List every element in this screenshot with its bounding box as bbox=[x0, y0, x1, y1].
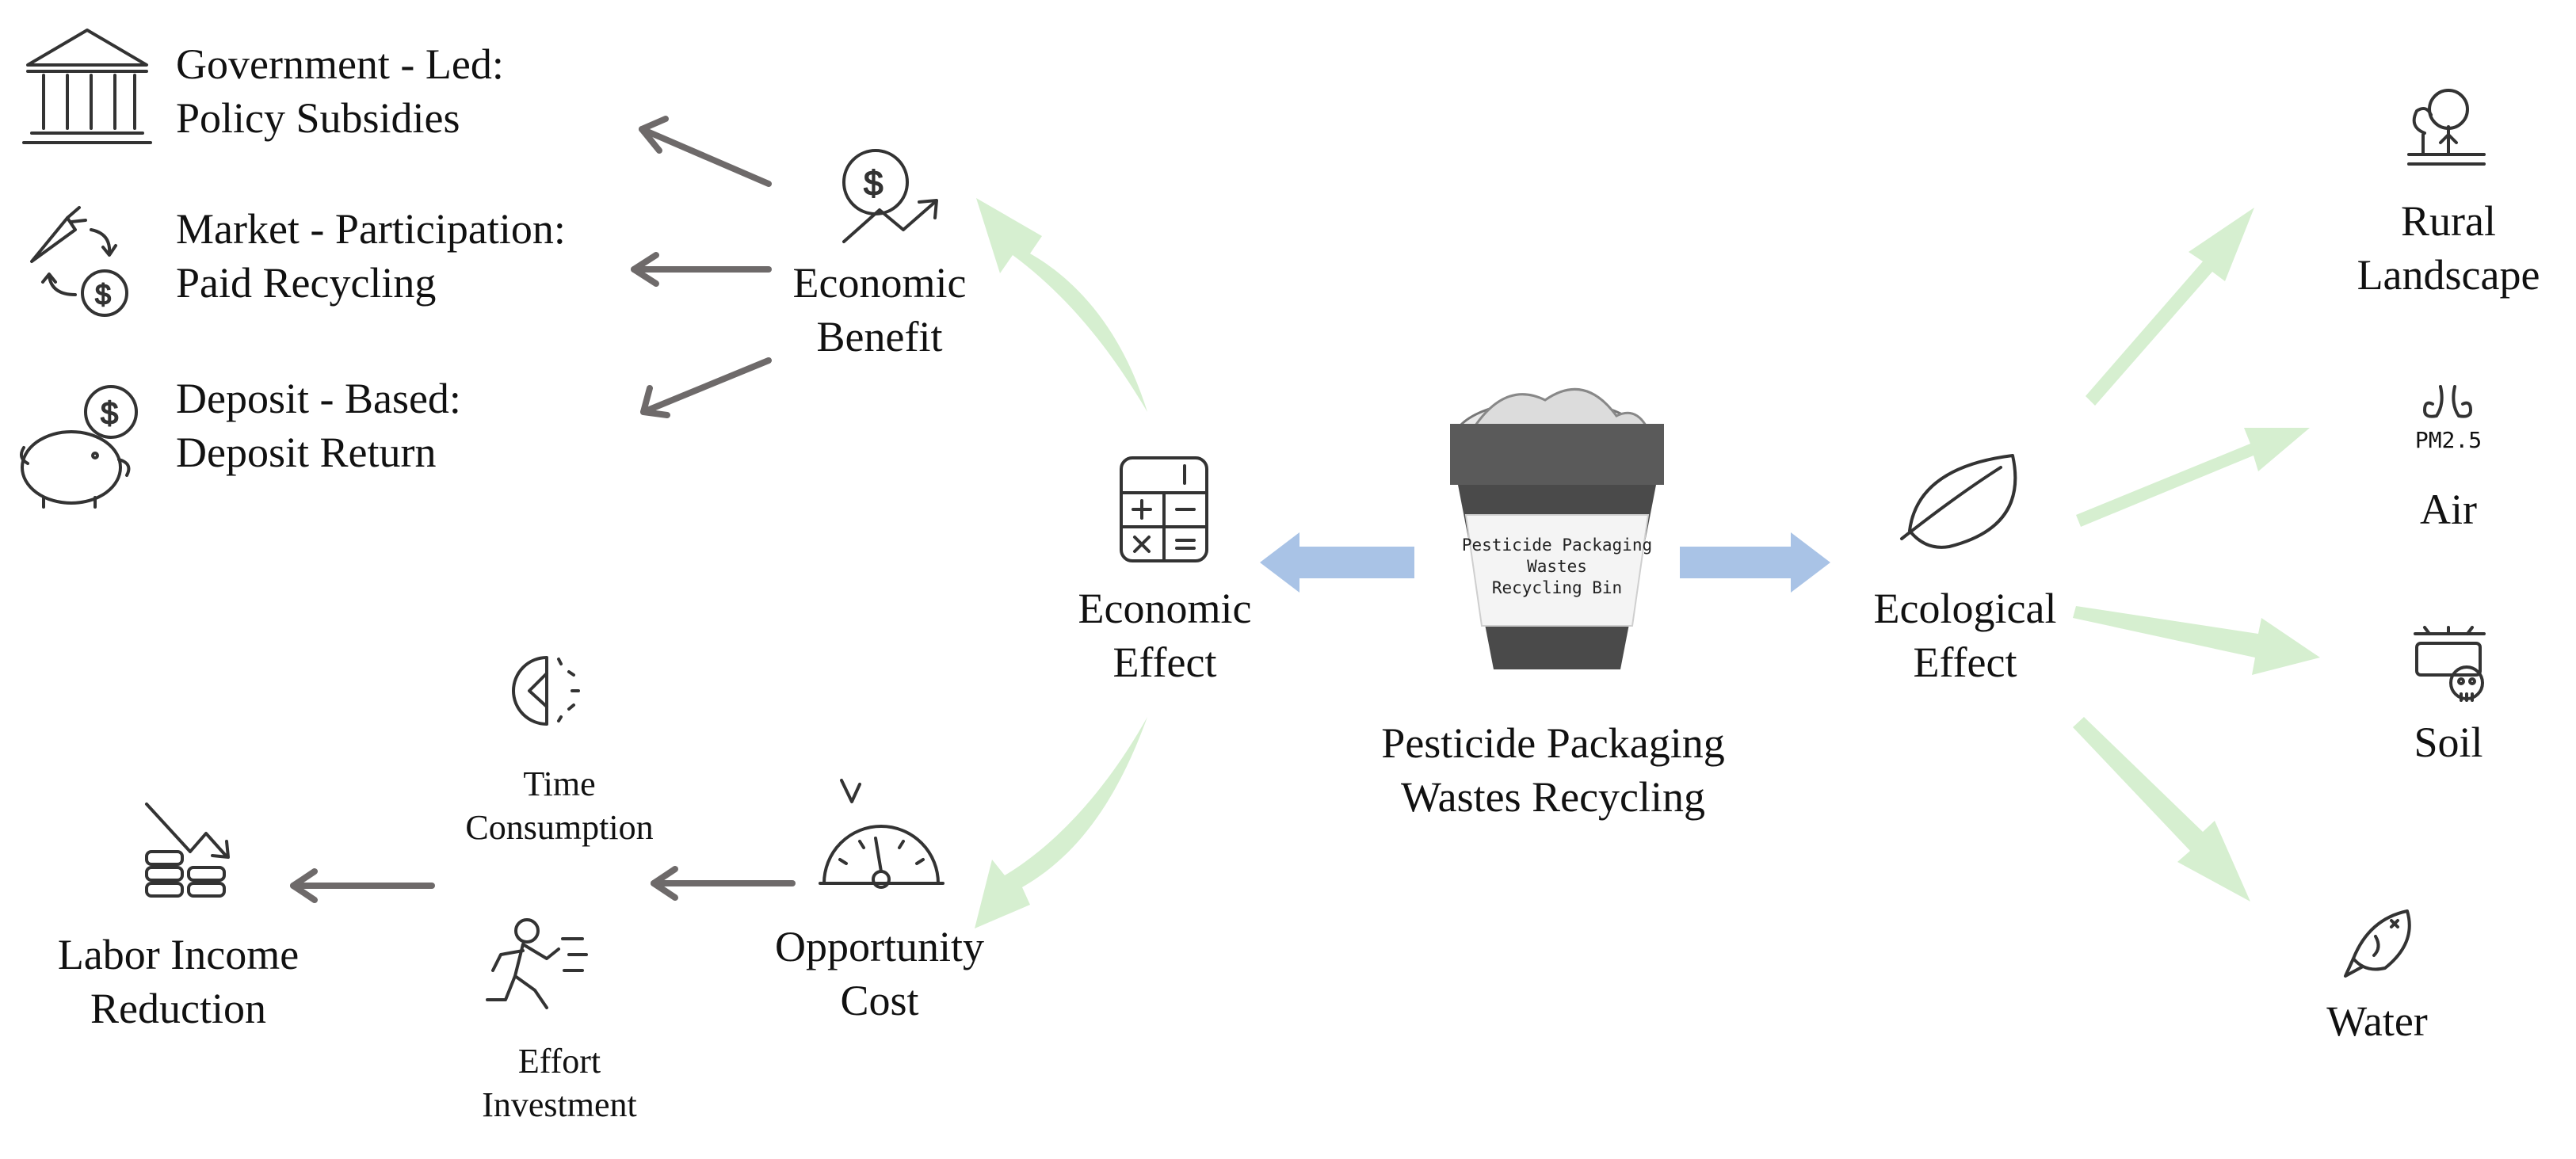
soil-skull-icon bbox=[2414, 626, 2486, 702]
water-label: Water bbox=[2326, 997, 2428, 1045]
piggy-bank-icon: $ bbox=[19, 385, 138, 509]
market-exchange-icon: $ bbox=[30, 206, 128, 317]
market-participation-title: Market - Participation: bbox=[176, 205, 566, 253]
bin-label-line-3: Recycling Bin bbox=[1492, 578, 1622, 597]
svg-text:$: $ bbox=[864, 164, 883, 203]
declining-coins-icon bbox=[145, 803, 230, 898]
center-title-line1: Pesticide Packaging bbox=[1381, 719, 1725, 767]
arrow-to-ecological-effect bbox=[1680, 532, 1830, 593]
green-arrows-ecological bbox=[2073, 208, 2320, 902]
speedometer-icon bbox=[819, 779, 945, 889]
economic-effect-line1: Economic bbox=[1078, 585, 1252, 632]
government-led-subtitle: Policy Subsidies bbox=[176, 93, 460, 142]
dead-fish-icon bbox=[2344, 909, 2411, 978]
economic-benefit-line1: Economic bbox=[792, 259, 967, 307]
market-participation-subtitle: Paid Recycling bbox=[176, 258, 437, 307]
center-title-line2: Wastes Recycling bbox=[1400, 772, 1706, 821]
time-consumption-label: Time Consumption bbox=[441, 762, 678, 849]
arrow-cost-to-time-head bbox=[651, 866, 678, 901]
government-led-title: Government - Led: bbox=[176, 40, 504, 88]
recycling-bin: Pesticide Packaging Wastes Recycling Bin bbox=[1450, 387, 1664, 669]
effort-investment-line2: Investment bbox=[482, 1085, 637, 1124]
labor-income-reduction-label: Labor Income Reduction bbox=[24, 928, 333, 1035]
arrow-to-rural-landscape bbox=[2086, 208, 2254, 406]
deposit-based-title: Deposit - Based: bbox=[176, 375, 461, 422]
arrow-to-water bbox=[2073, 717, 2250, 902]
dollar-growth-icon: $ bbox=[842, 149, 938, 243]
running-person-icon bbox=[486, 918, 588, 1009]
rural-landscape-line1: Rural bbox=[2401, 197, 2496, 245]
effort-investment-label: Effort Investment bbox=[441, 1039, 678, 1127]
arrow-to-government bbox=[639, 126, 772, 187]
cost-arrows bbox=[290, 866, 796, 903]
opportunity-cost-line2: Cost bbox=[840, 976, 919, 1024]
economic-benefit-line2: Benefit bbox=[816, 312, 943, 360]
nose-pm25-icon bbox=[2423, 385, 2472, 418]
economic-benefit-label: Economic Benefit bbox=[761, 257, 998, 364]
deposit-based-subtitle: Deposit Return bbox=[176, 428, 437, 476]
arrow-effect-to-cost bbox=[975, 717, 1147, 928]
effort-investment-line1: Effort bbox=[517, 1042, 601, 1081]
arrow-to-market-head bbox=[631, 252, 659, 287]
air-label: Air bbox=[2420, 486, 2477, 533]
half-clock-icon bbox=[512, 656, 580, 726]
calculator-icon bbox=[1120, 456, 1208, 562]
arrow-to-deposit bbox=[640, 357, 772, 415]
green-arrows-economic bbox=[975, 198, 1147, 928]
arrow-to-air bbox=[2076, 428, 2310, 527]
labor-income-line1: Labor Income bbox=[57, 931, 300, 978]
government-led-label: Government - Led: Policy Subsidies bbox=[176, 38, 504, 145]
tree-landscape-icon bbox=[2407, 89, 2486, 166]
economic-effect-label: Economic Effect bbox=[1046, 582, 1284, 689]
time-consumption-line1: Time bbox=[523, 764, 596, 803]
rural-landscape-line2: Landscape bbox=[2357, 250, 2540, 299]
arrow-to-soil bbox=[2073, 606, 2320, 675]
arrow-to-economic-effect bbox=[1260, 532, 1414, 593]
ecological-effect-line1: Ecological bbox=[1873, 585, 2057, 632]
svg-text:$: $ bbox=[101, 396, 118, 431]
ecological-effect-label: Ecological Effect bbox=[1846, 582, 2084, 689]
arrow-to-deposit-head bbox=[640, 385, 670, 418]
benefit-arrows bbox=[631, 116, 772, 418]
deposit-based-label: Deposit - Based: Deposit Return bbox=[176, 372, 461, 479]
ecological-effect-line2: Effect bbox=[1913, 638, 2017, 686]
time-consumption-line2: Consumption bbox=[465, 808, 654, 847]
leaf-icon bbox=[1900, 454, 2017, 549]
opportunity-cost-label: Opportunity Cost bbox=[761, 921, 998, 1027]
bin-label-line-1: Pesticide Packaging bbox=[1462, 536, 1652, 555]
soil-label: Soil bbox=[2414, 719, 2483, 766]
labor-income-line2: Reduction bbox=[90, 984, 266, 1032]
pm25-badge: PM2.5 bbox=[2414, 427, 2483, 453]
blue-arrows bbox=[1260, 532, 1830, 593]
arrow-effect-to-benefit bbox=[976, 198, 1147, 412]
opportunity-cost-line1: Opportunity bbox=[775, 923, 984, 970]
market-participation-label: Market - Participation: Paid Recycling bbox=[176, 203, 566, 310]
arrow-time-to-labor-head bbox=[290, 868, 318, 903]
rural-landscape-label: Rural Landscape bbox=[2330, 195, 2567, 302]
arrow-to-government-head bbox=[639, 116, 669, 154]
svg-text:$: $ bbox=[95, 278, 111, 311]
center-title: Pesticide Packaging Wastes Recycling bbox=[1315, 717, 1791, 824]
economic-effect-line2: Effect bbox=[1112, 638, 1217, 686]
bin-label-line-2: Wastes bbox=[1527, 557, 1587, 576]
government-building-icon bbox=[22, 29, 152, 144]
